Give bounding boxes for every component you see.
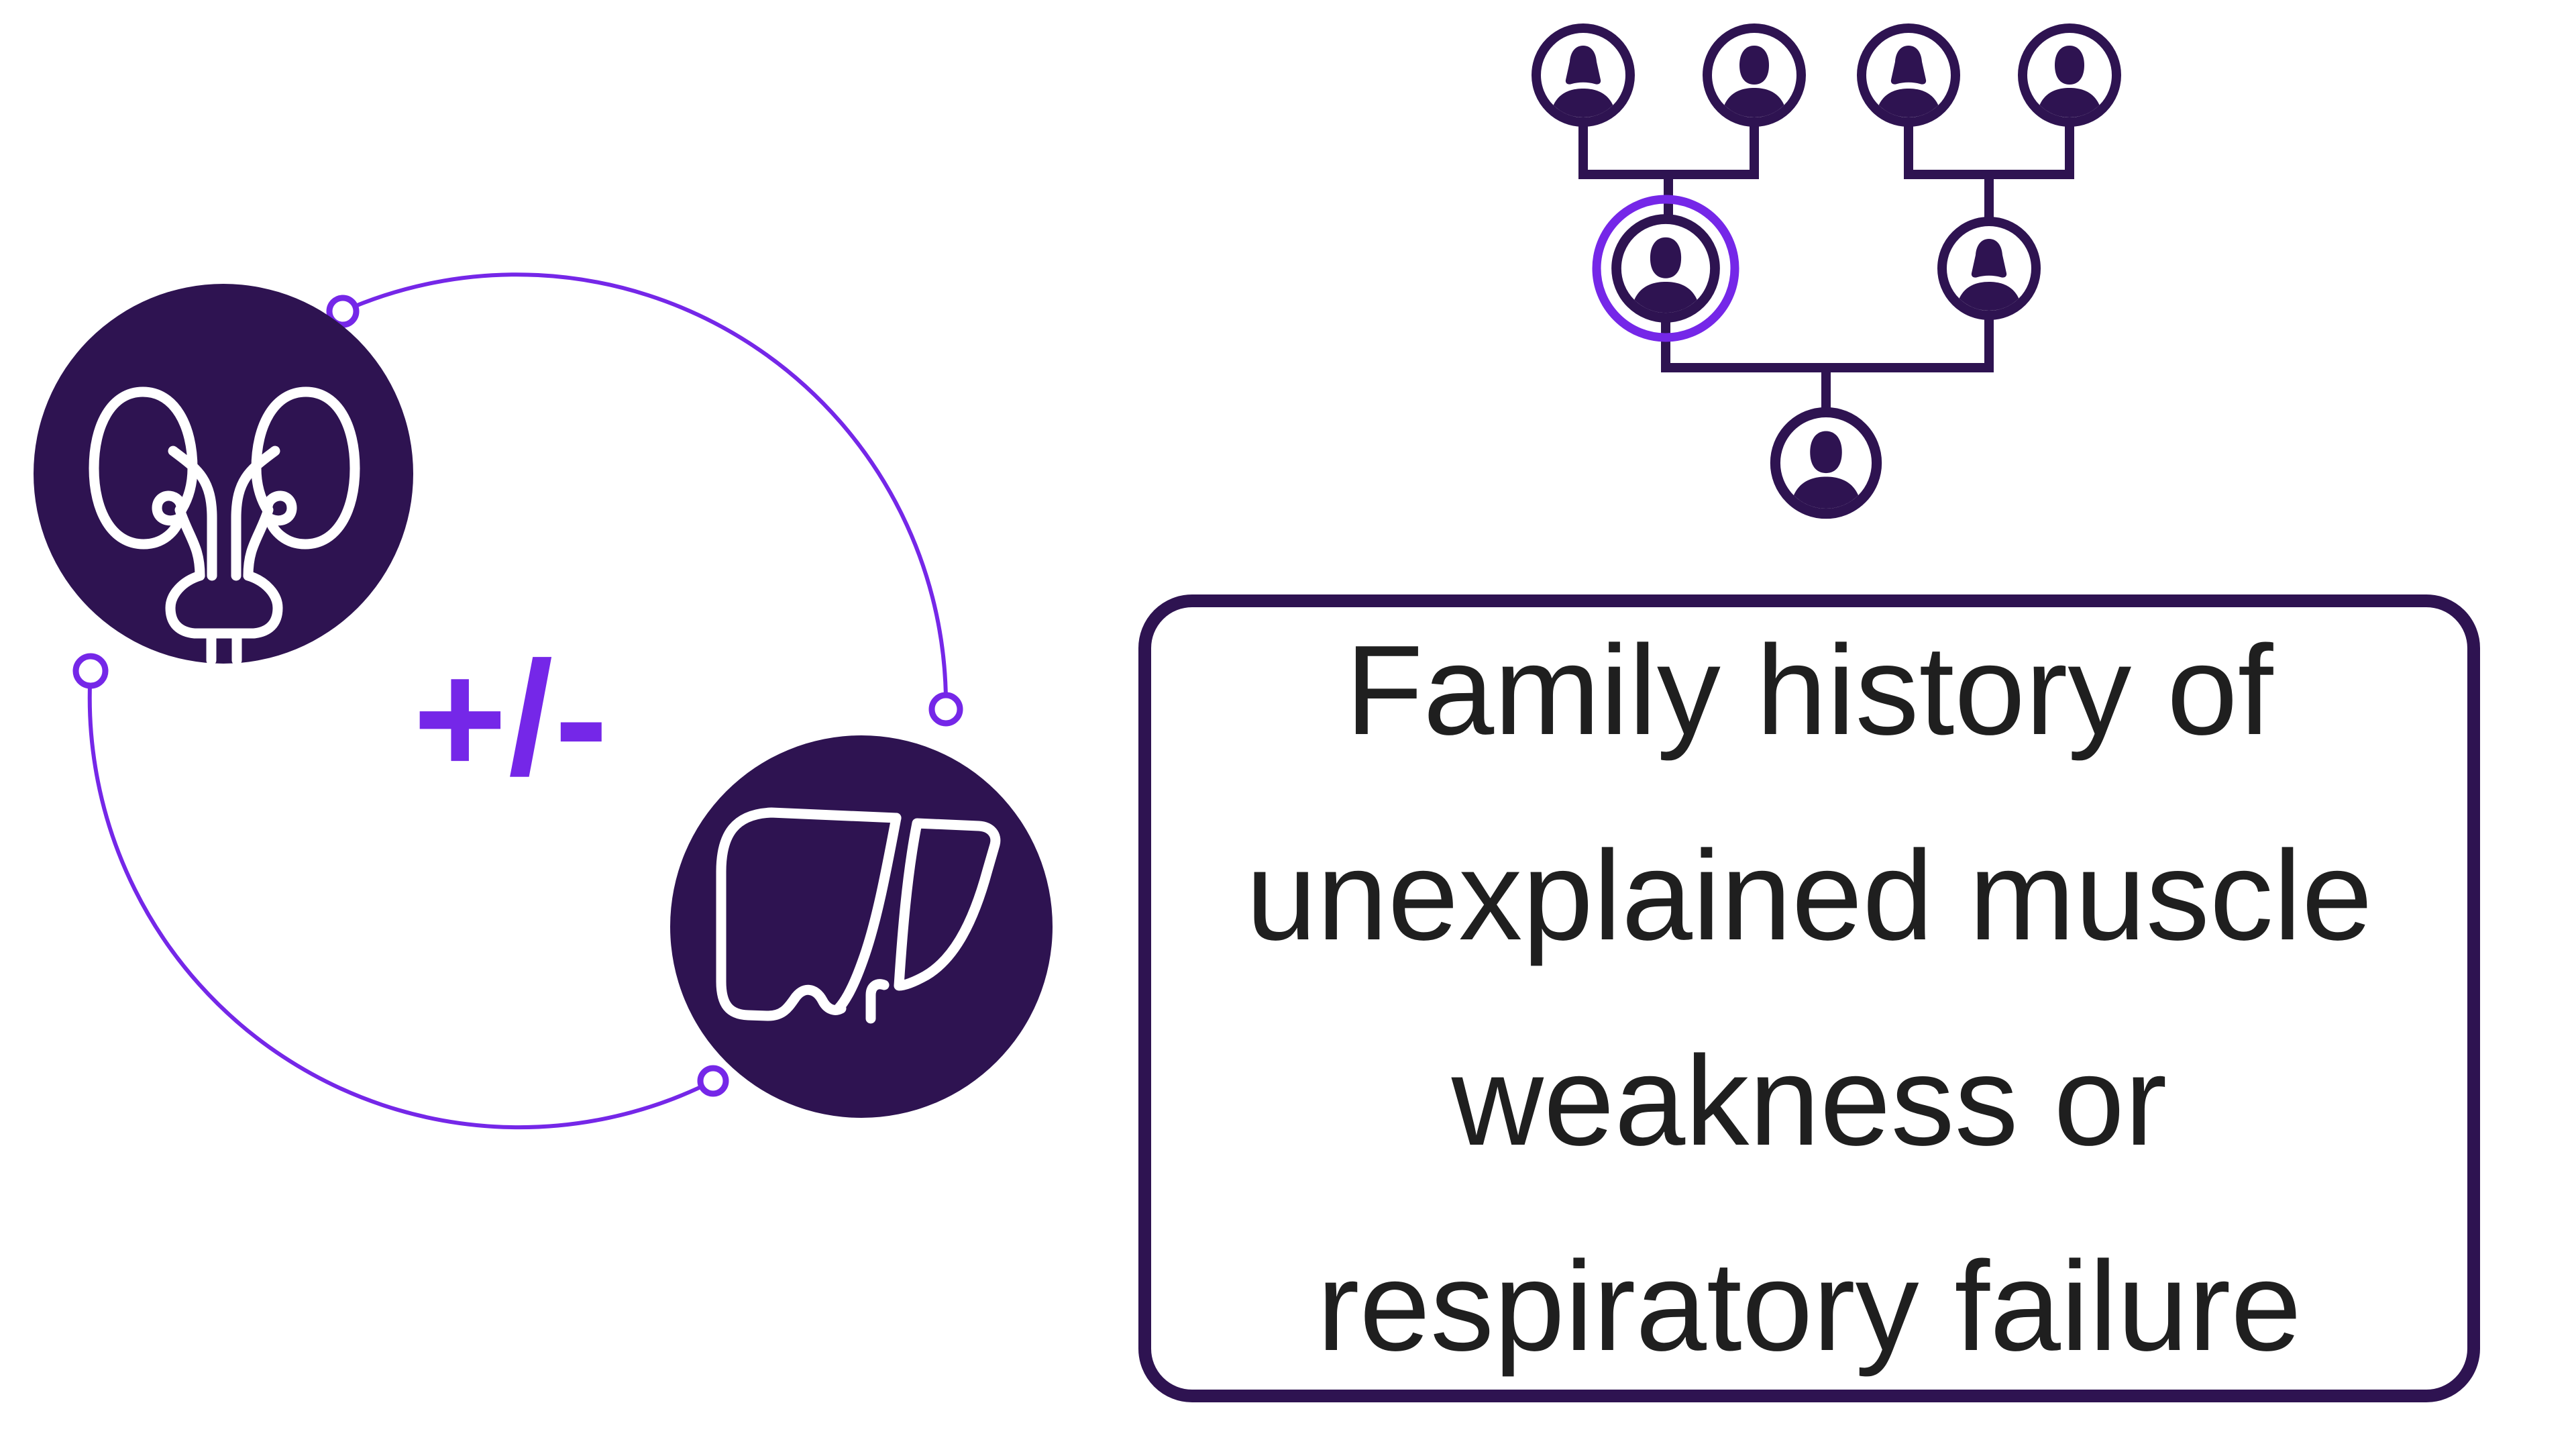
liver-duct-mark bbox=[865, 979, 890, 1024]
callout-line-1: Family history of bbox=[1345, 619, 2273, 762]
callout-line-4: respiratory failure bbox=[1317, 1235, 2302, 1378]
kidney-urethra-right bbox=[231, 446, 280, 581]
liver-left-lobe bbox=[716, 807, 902, 1021]
liver-icon bbox=[716, 807, 1001, 1024]
connector-dot-right bbox=[928, 692, 963, 727]
connector-arc-bottom bbox=[87, 670, 714, 1130]
kidneys-badge-circle bbox=[34, 284, 413, 664]
pedigree-person-grandparent-4 bbox=[2023, 28, 2116, 122]
liver-badge bbox=[670, 735, 1053, 1118]
connector-dot-bottom bbox=[697, 1065, 729, 1097]
connector-dot-left bbox=[72, 653, 109, 689]
pedigree-highlight-ring bbox=[1592, 195, 1739, 342]
callout-line-3: weakness or bbox=[1451, 1030, 2167, 1172]
pedigree-group bbox=[1536, 28, 2116, 514]
connector-arc-top bbox=[341, 272, 949, 710]
pedigree-person-grandparent-2 bbox=[1707, 28, 1801, 122]
callout-line-2: unexplained muscle bbox=[1246, 825, 2373, 967]
kidneys-badge bbox=[34, 284, 413, 666]
family-history-callout: Family history of unexplained muscle wea… bbox=[1138, 594, 2480, 1402]
liver-inner-curve bbox=[833, 813, 902, 1014]
plus-minus-label: +/- bbox=[413, 628, 610, 808]
pedigree-person-grandparent-1 bbox=[1536, 28, 1630, 122]
connector-dot-top bbox=[326, 295, 360, 328]
kidney-ureter-right bbox=[243, 505, 274, 581]
pedigree-person-parent-1-affected bbox=[1617, 219, 1715, 318]
kidney-bladder bbox=[165, 570, 283, 639]
pedigree-person-child bbox=[1775, 412, 1876, 513]
kidneys-icon bbox=[89, 386, 360, 666]
pedigree-person-parent-2 bbox=[1942, 221, 2036, 315]
pedigree-person-grandparent-3 bbox=[1862, 28, 1955, 122]
kidney-ureter-left bbox=[174, 505, 205, 581]
liver-badge-circle bbox=[670, 735, 1053, 1118]
organs-group bbox=[34, 272, 1053, 1130]
liver-right-lobe bbox=[894, 818, 1001, 991]
kidney-urethra-left bbox=[168, 446, 217, 581]
